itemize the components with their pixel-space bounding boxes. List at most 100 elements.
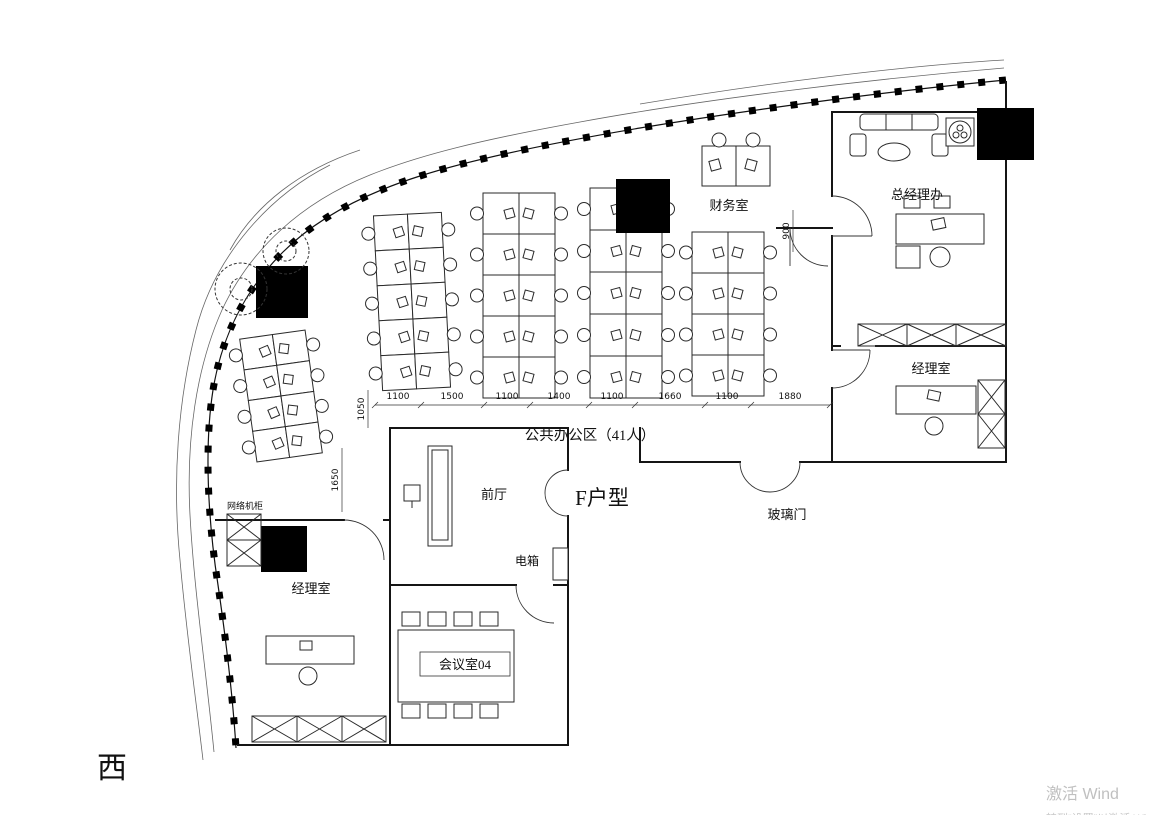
chair [554,247,568,262]
monitor [522,289,535,302]
monitor [522,248,535,261]
meeting-room-label-box [419,651,511,677]
desk-cluster [361,211,463,392]
gm-chair [929,246,951,268]
monitor [398,330,411,344]
chair [441,222,456,237]
monitor [610,286,623,300]
monitor [610,244,623,258]
chair [661,286,675,300]
monitor [503,330,516,343]
label-electric-box: 电箱 [515,553,539,568]
dim-1400: 1400 [548,392,571,402]
door-meeting-room [515,584,555,624]
monitor [399,365,413,379]
monitor [731,369,744,382]
chair [443,257,458,272]
monitor [629,286,642,300]
desk [252,426,291,463]
monitor [411,225,424,238]
gm-cabinet [857,323,1007,347]
label-public-office-area: 公共办公区（41人） [525,427,656,444]
chair [470,329,484,344]
dim-1100-b: 1100 [496,392,519,402]
chair [577,328,591,342]
monitor [522,371,535,384]
columns [256,108,1034,318]
doors [343,195,873,624]
monitor [394,260,407,274]
label-finance-room: 财务室 [709,198,748,213]
door-front-hall-top [544,469,569,494]
guest-chair [933,195,951,209]
tree-icon [262,227,310,275]
glass-door-leaf-left [739,461,771,493]
desk [280,390,319,428]
monitor [396,295,409,309]
desk [406,211,444,250]
front-hall-furniture [403,445,569,581]
monitor [712,246,725,259]
monitor [282,373,294,385]
dim-900: 900 [782,222,792,239]
label-meeting-room-04: 会议室04 [439,657,492,672]
manager-right-furniture [895,379,1006,449]
chair [306,337,321,352]
monitor [258,344,272,358]
desk-cluster [577,187,675,399]
curtain-wall-mullions [204,76,1007,749]
site-boundary [176,59,1005,761]
chair [554,288,568,303]
monitor [926,389,942,402]
desk [625,229,663,273]
chair [577,286,591,300]
dim-1880: 1880 [779,392,802,402]
monitor [629,328,642,342]
glass-door-leaf-right [769,461,801,493]
chair [577,202,591,216]
monitor [299,640,313,651]
desk [284,421,323,458]
trees [214,227,310,316]
chair [763,286,777,301]
desk-cluster [228,329,334,463]
desk [247,395,286,432]
chair [470,206,484,221]
monitor [503,289,516,302]
monitor [267,406,281,420]
chair [314,398,329,413]
sofa [859,113,939,131]
desk [410,281,448,320]
electric-box-unit [552,547,569,581]
monitor [271,436,285,450]
desk-cluster [470,192,568,399]
meeting-chair [479,703,499,719]
monitor [712,287,725,300]
side-table [895,245,921,269]
chair [577,370,591,384]
door-manager-left [343,519,385,561]
chair [763,327,777,342]
monitor [731,287,744,300]
chair [363,261,378,276]
desk-cluster [679,231,777,397]
label-network-cabinet: 网络机柜 [227,500,263,511]
windows-activation-watermark: 激活 Wind 转到“设置”以激活 Wind [1046,785,1151,815]
reception-monitor [403,484,421,502]
compass-west-label: 西 [97,752,127,785]
desk [414,351,452,390]
finance-desks [701,132,771,187]
monitor [392,225,406,239]
chair [763,368,777,383]
chair [446,327,461,342]
chair [233,379,248,394]
label-manager-room-right: 经理室 [911,361,950,376]
chair [554,206,568,221]
dim-1100-c: 1100 [601,392,624,402]
monitor [413,260,426,272]
chair [310,368,325,383]
door-finance [789,227,829,267]
dim-1650: 1650 [331,468,341,491]
cabinet [251,715,387,743]
dim-1100-a: 1100 [387,392,410,402]
